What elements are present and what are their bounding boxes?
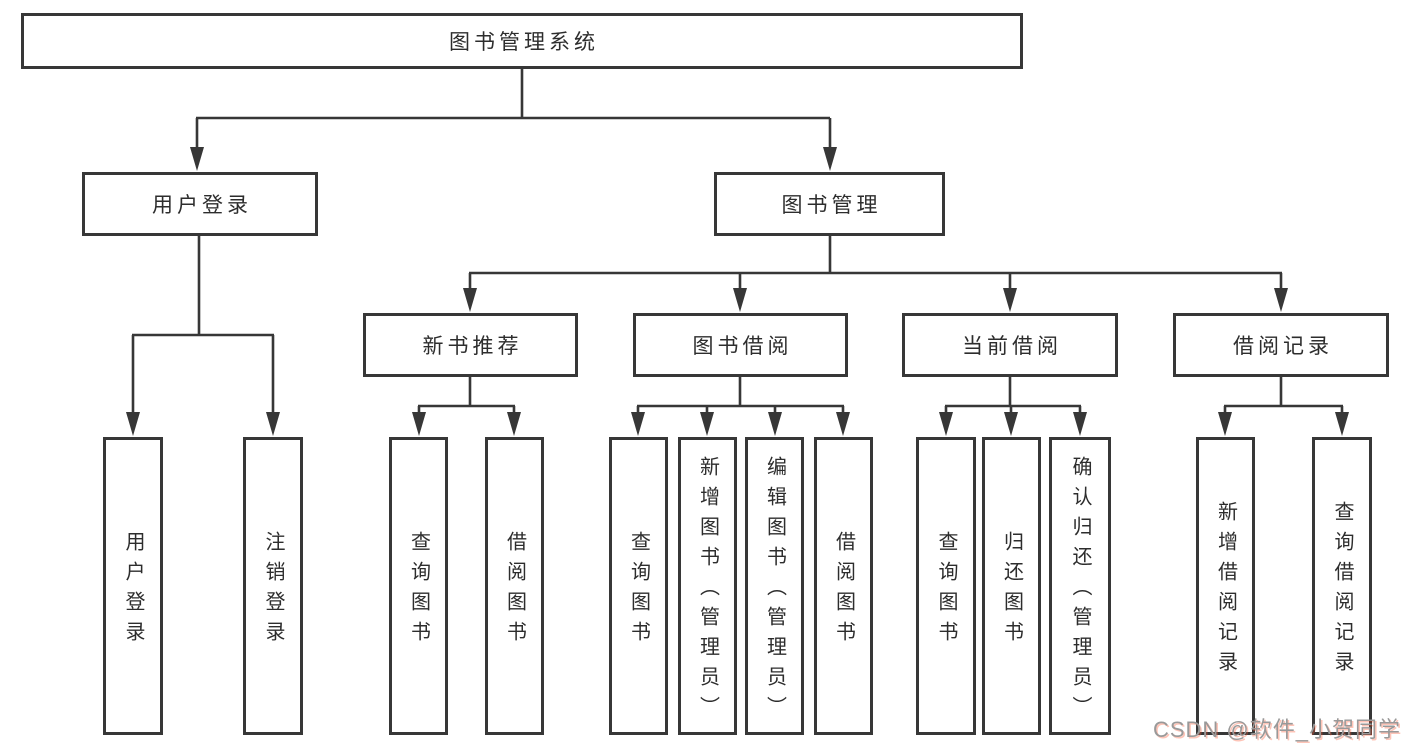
- leaf-label: 归还图书: [1000, 531, 1023, 651]
- leaf-return-book: 归还图书: [982, 437, 1041, 735]
- node-borrow-record: 借阅记录: [1173, 313, 1389, 377]
- node-user-login: 用户登录: [82, 172, 318, 236]
- leaf-add-book-admin: 新增图书（管理员）: [678, 437, 737, 735]
- leaf-label: 新增图书（管理员）: [696, 456, 719, 726]
- node-label: 新书推荐: [422, 335, 523, 358]
- leaf-label: 查询图书: [407, 531, 430, 651]
- node-label: 借阅记录: [1233, 335, 1333, 358]
- arrowhead-icons: [126, 147, 1349, 436]
- node-new-book-recommend: 新书推荐: [363, 313, 578, 377]
- leaf-add-borrow-record: 新增借阅记录: [1196, 437, 1255, 735]
- node-label: 图书借阅: [692, 335, 793, 358]
- leaf-label: 查询图书: [935, 531, 957, 651]
- node-label: 用户登录: [152, 194, 252, 217]
- leaf-user-login: 用户登录: [103, 437, 163, 735]
- leaf-label: 新增借阅记录: [1214, 501, 1237, 681]
- node-label: 图书管理: [781, 194, 882, 217]
- leaf-label: 确认归还（管理员）: [1069, 456, 1091, 726]
- leaf-query-book-current: 查询图书: [916, 437, 976, 735]
- node-label: 图书管理系统: [449, 31, 599, 54]
- leaf-label: 用户登录: [122, 531, 144, 651]
- leaf-borrow-book-recommend: 借阅图书: [485, 437, 544, 735]
- leaf-label: 借阅图书: [832, 531, 855, 651]
- leaf-query-book-recommend: 查询图书: [389, 437, 448, 735]
- node-book-management: 图书管理: [714, 172, 945, 236]
- leaf-borrow-book: 借阅图书: [814, 437, 873, 735]
- leaf-edit-book-admin: 编辑图书（管理员）: [745, 437, 804, 735]
- csdn-watermark: CSDN @软件_小贺同学: [1152, 717, 1401, 742]
- node-current-borrow: 当前借阅: [902, 313, 1118, 377]
- leaf-label: 查询图书: [627, 531, 650, 651]
- leaf-query-borrow-record: 查询借阅记录: [1312, 437, 1372, 735]
- node-root-system: 图书管理系统: [21, 13, 1023, 69]
- leaf-label: 编辑图书（管理员）: [763, 456, 786, 726]
- node-book-borrow: 图书借阅: [633, 313, 848, 377]
- tree-edges: [131, 69, 1344, 414]
- leaf-confirm-return-admin: 确认归还（管理员）: [1049, 437, 1111, 735]
- node-label: 当前借阅: [962, 335, 1062, 358]
- leaf-label: 注销登录: [262, 531, 284, 651]
- leaf-label: 查询借阅记录: [1331, 501, 1353, 681]
- leaf-query-book-borrow: 查询图书: [609, 437, 668, 735]
- leaf-label: 借阅图书: [503, 531, 526, 651]
- leaf-logout: 注销登录: [243, 437, 303, 735]
